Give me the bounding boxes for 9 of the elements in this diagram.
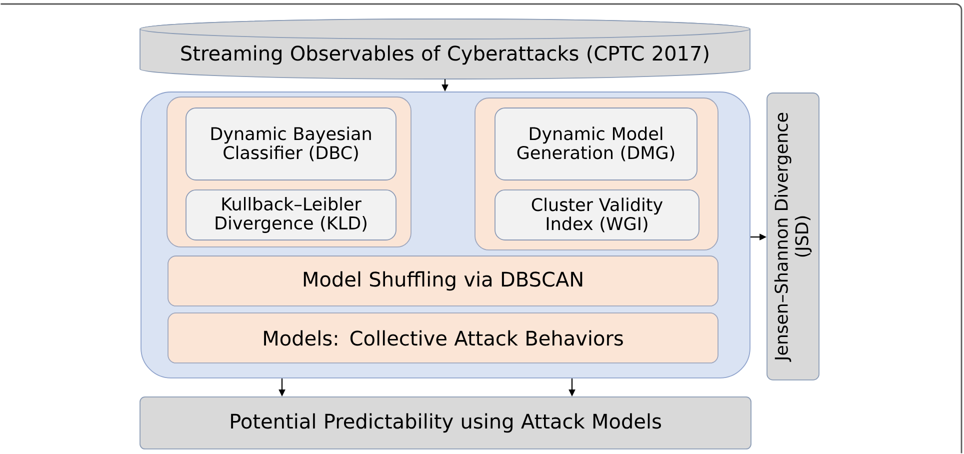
- cylinder: Streaming Observables of Cyberattacks (CPTC 2017): [140, 18, 750, 80]
- process-box: Potential Predictability using Attack Models: [140, 396, 752, 450]
- process-box: Kullback–Leibler Divergence (KLD): [186, 190, 396, 240]
- process-box: Model Shuffling via DBSCAN: [168, 256, 718, 306]
- process-box: Dynamic Bayesian Classifier (DBC): [186, 108, 396, 180]
- process-box: Cluster Validity Index (WGI): [494, 190, 700, 240]
- process-box: Jensen–Shannon Divergence (JSD): [766, 92, 820, 380]
- process-box: Dynamic Model Generation (DMG): [494, 108, 698, 180]
- process-box: Models: Collective Attack Behaviors: [168, 312, 718, 364]
